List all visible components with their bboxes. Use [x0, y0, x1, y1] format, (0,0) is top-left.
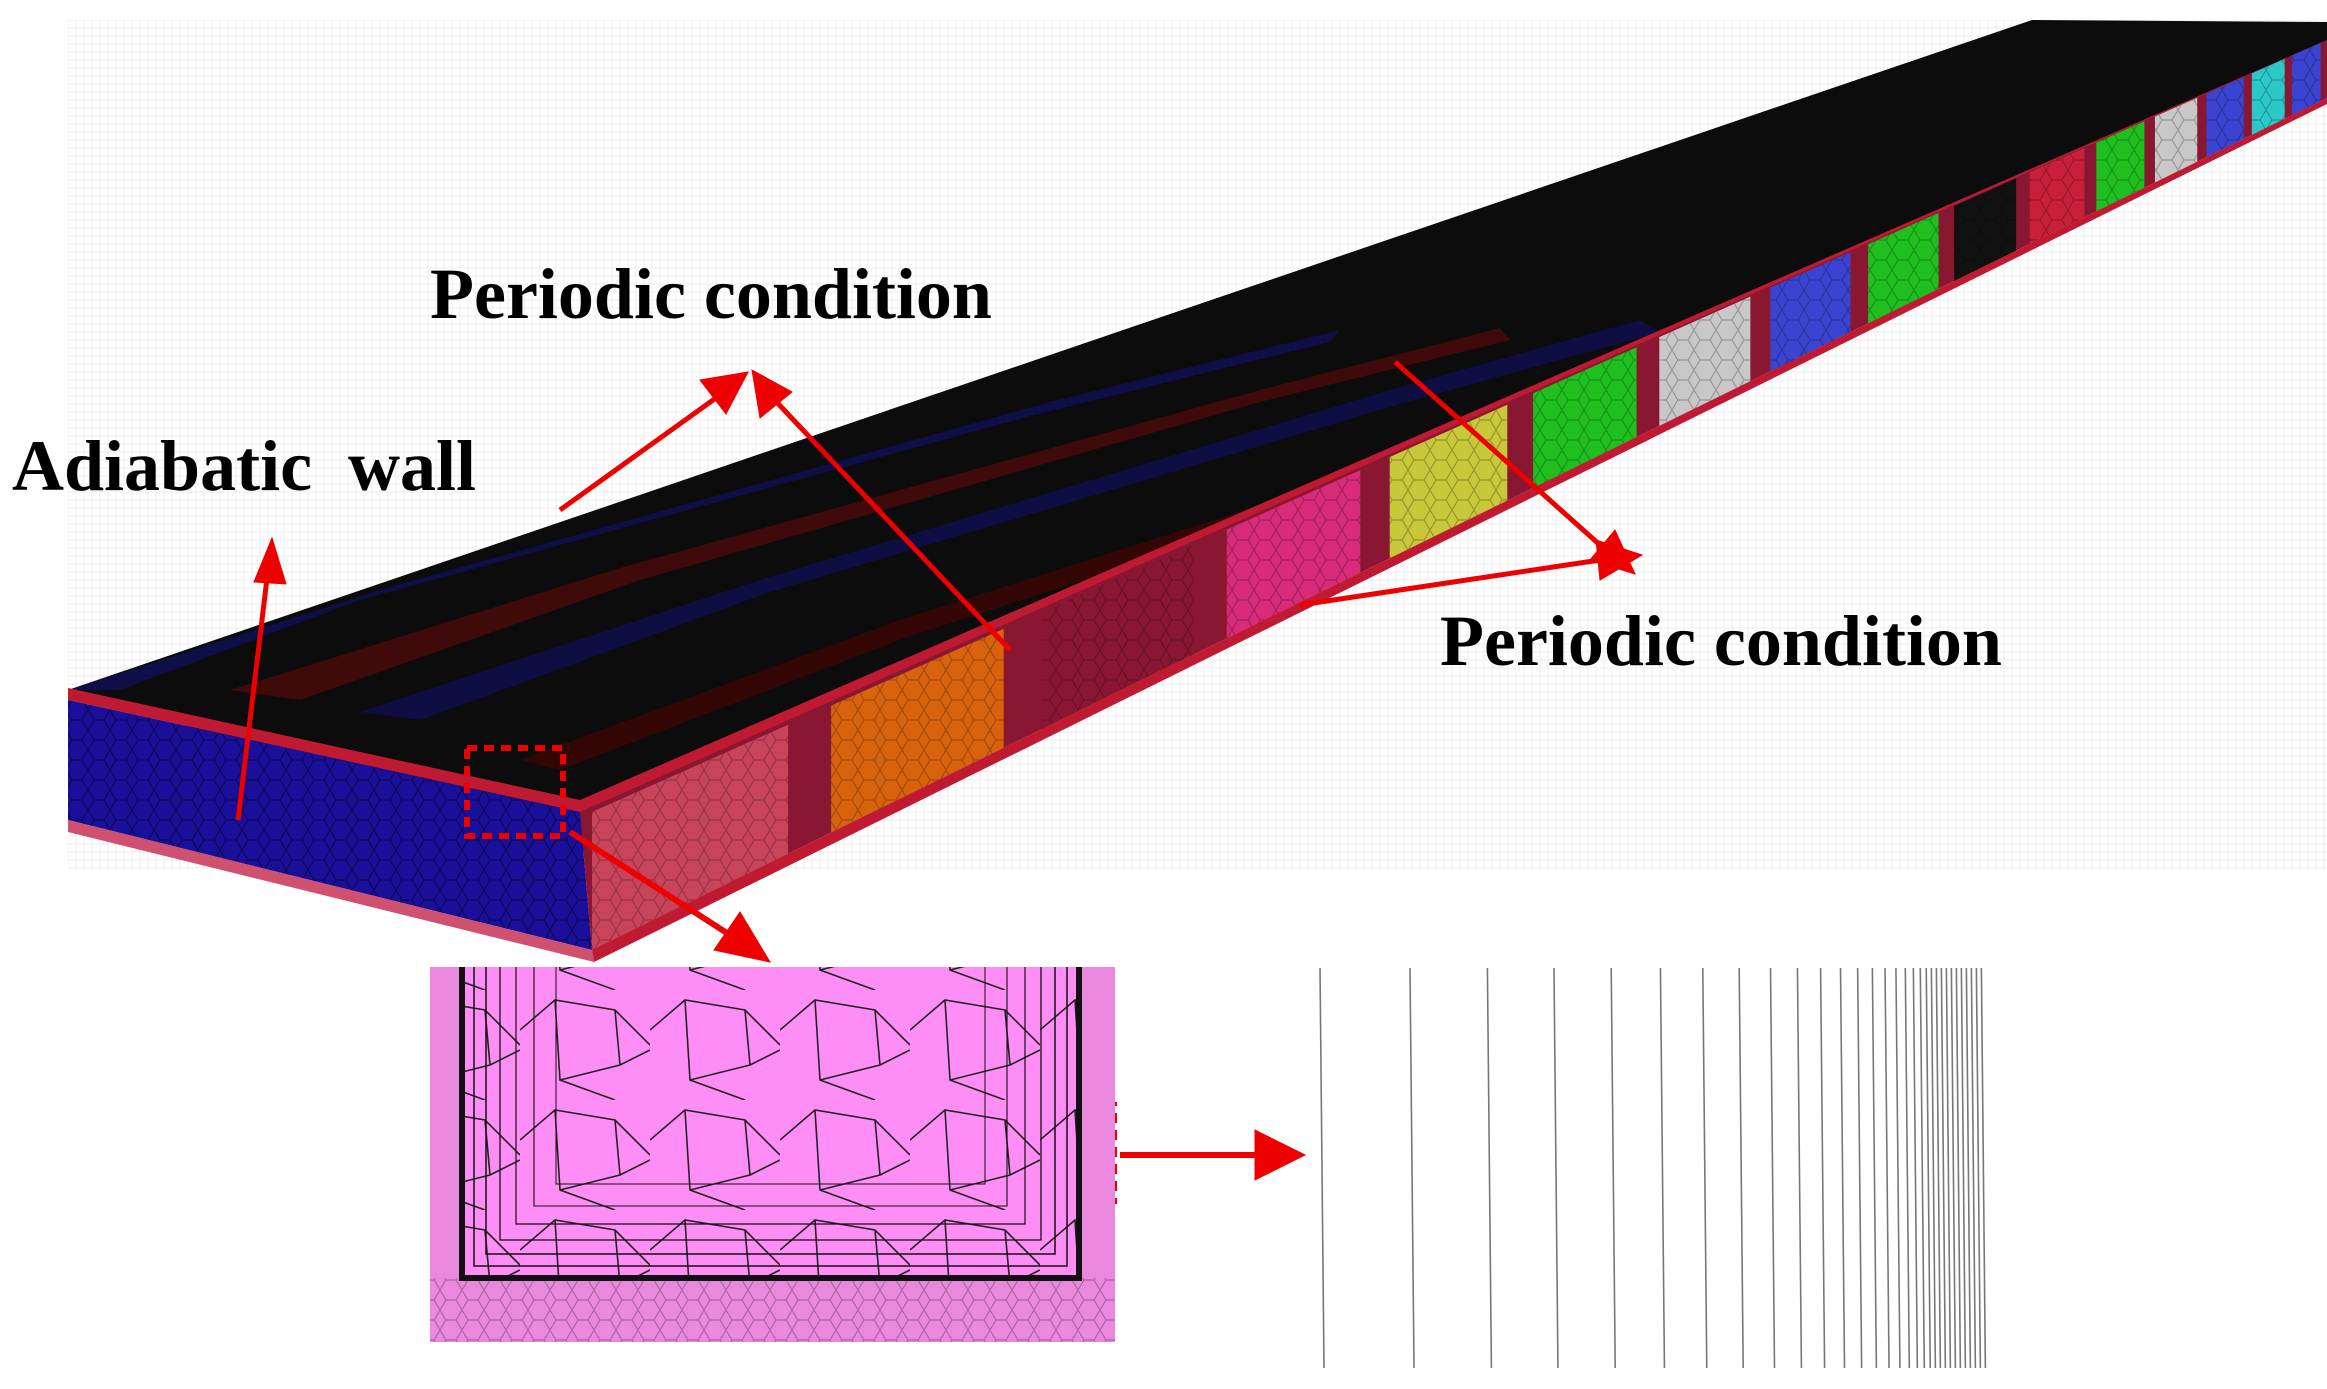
periodic-condition-right-label: Periodic condition [1440, 601, 2002, 681]
periodic-right-arrow-bottom [1299, 557, 1601, 608]
zoom-arrowhead-main [713, 911, 772, 963]
periodic-condition-top-label: Periodic condition [430, 254, 992, 334]
top-surface-mesh [68, 20, 2327, 870]
boundary-layer-line [1912, 967, 1919, 1369]
zoom-region-box-main [464, 745, 566, 839]
boundary-layer-line [1738, 967, 1744, 1369]
side-face-zone-mesh [1226, 470, 1361, 639]
side-face-zone-mesh [1770, 252, 1851, 372]
boundary-layer-line [1884, 967, 1890, 1369]
boundary-layer-line [1856, 967, 1863, 1369]
periodic-right-arrowhead-bottom [1595, 539, 1644, 581]
boundary-layer-line [1975, 967, 1982, 1369]
periodic-top-arrow-left [558, 392, 722, 513]
mesh-zoom-panel [430, 967, 1115, 1342]
annotation-arrows [235, 360, 1644, 1181]
boundary-layer-line [1610, 967, 1617, 1369]
side-face-zone-mesh [2029, 147, 2085, 244]
zoom-arrow-main [568, 829, 732, 938]
zoom-boundary-layers [459, 967, 1082, 1281]
boundary-layer-line [1769, 967, 1776, 1369]
boundary-layer-line [1409, 967, 1415, 1369]
periodic-top-arrow-right [768, 393, 1012, 652]
side-face-zone-mesh [592, 724, 789, 950]
adiabatic-wall-arrowhead [253, 536, 287, 585]
side-face-zone-mesh [2096, 121, 2145, 212]
boundary-layer-line [1553, 967, 1559, 1369]
boundary-layer-line [1960, 967, 1967, 1369]
boundary-layer-detail [1319, 967, 1987, 1369]
zoom-panel-outer-cells [430, 1278, 1115, 1342]
front-bottom-layer [68, 820, 594, 962]
side-face-zone-mesh [2291, 42, 2321, 116]
side-face-zone-mesh [1868, 212, 1939, 324]
side-face-zone-mesh [831, 628, 1004, 833]
boundary-layer-line [1871, 967, 1878, 1369]
boundary-layer-line [1925, 967, 1932, 1369]
boundary-layer-line [1895, 967, 1901, 1369]
boundary-layer-line [1319, 967, 1325, 1369]
boundary-layer-line [1930, 967, 1937, 1369]
adiabatic-wall-arrow [235, 569, 271, 821]
side-face-zones [592, 42, 2321, 950]
side-bottom-edge [592, 98, 2327, 962]
side-face-zone-mesh [2154, 97, 2198, 183]
boundary-layer-line [1796, 967, 1803, 1369]
boundary-layer-line [1945, 967, 1952, 1369]
side-face-zone-mesh [1954, 178, 2017, 282]
boundary-layer-line [1701, 967, 1708, 1369]
side-face-zone-mesh [1659, 296, 1751, 426]
side-face-zone-mesh [1533, 347, 1637, 488]
side-face-zone-mesh [2206, 77, 2244, 158]
adiabatic-wall-label: Adiabatic wall [12, 426, 476, 506]
zoom-arrowhead-detail [1254, 1129, 1307, 1181]
boundary-layer-line [1819, 967, 1826, 1369]
boundary-layer-line [1904, 967, 1911, 1369]
boundary-layer-line [1950, 967, 1957, 1369]
boundary-layer-line [1970, 967, 1977, 1369]
front-face-mesh [68, 700, 592, 950]
boundary-layer-line [1940, 967, 1947, 1369]
boundary-layer-line [1659, 967, 1666, 1369]
boundary-layer-line [1486, 967, 1493, 1369]
side-face-zone-mesh [1041, 544, 1194, 730]
side-face-zone-mesh [1389, 404, 1508, 559]
channel-model [68, 20, 2327, 962]
side-face-zone-mesh [2251, 58, 2285, 135]
boundary-layer-line [1980, 967, 1987, 1369]
zoom-panel-cells [462, 967, 1079, 1278]
boundary-layer-line [1965, 967, 1972, 1369]
boundary-layer-line [1935, 967, 1942, 1369]
periodic-top-arrowhead-right [751, 369, 793, 419]
periodic-right-arrow-top [1393, 360, 1602, 547]
boundary-layer-line [1919, 967, 1926, 1369]
boundary-layer-line [1839, 967, 1846, 1369]
boundary-layer-line [1955, 967, 1962, 1369]
periodic-top-arrowhead-left [699, 371, 749, 415]
